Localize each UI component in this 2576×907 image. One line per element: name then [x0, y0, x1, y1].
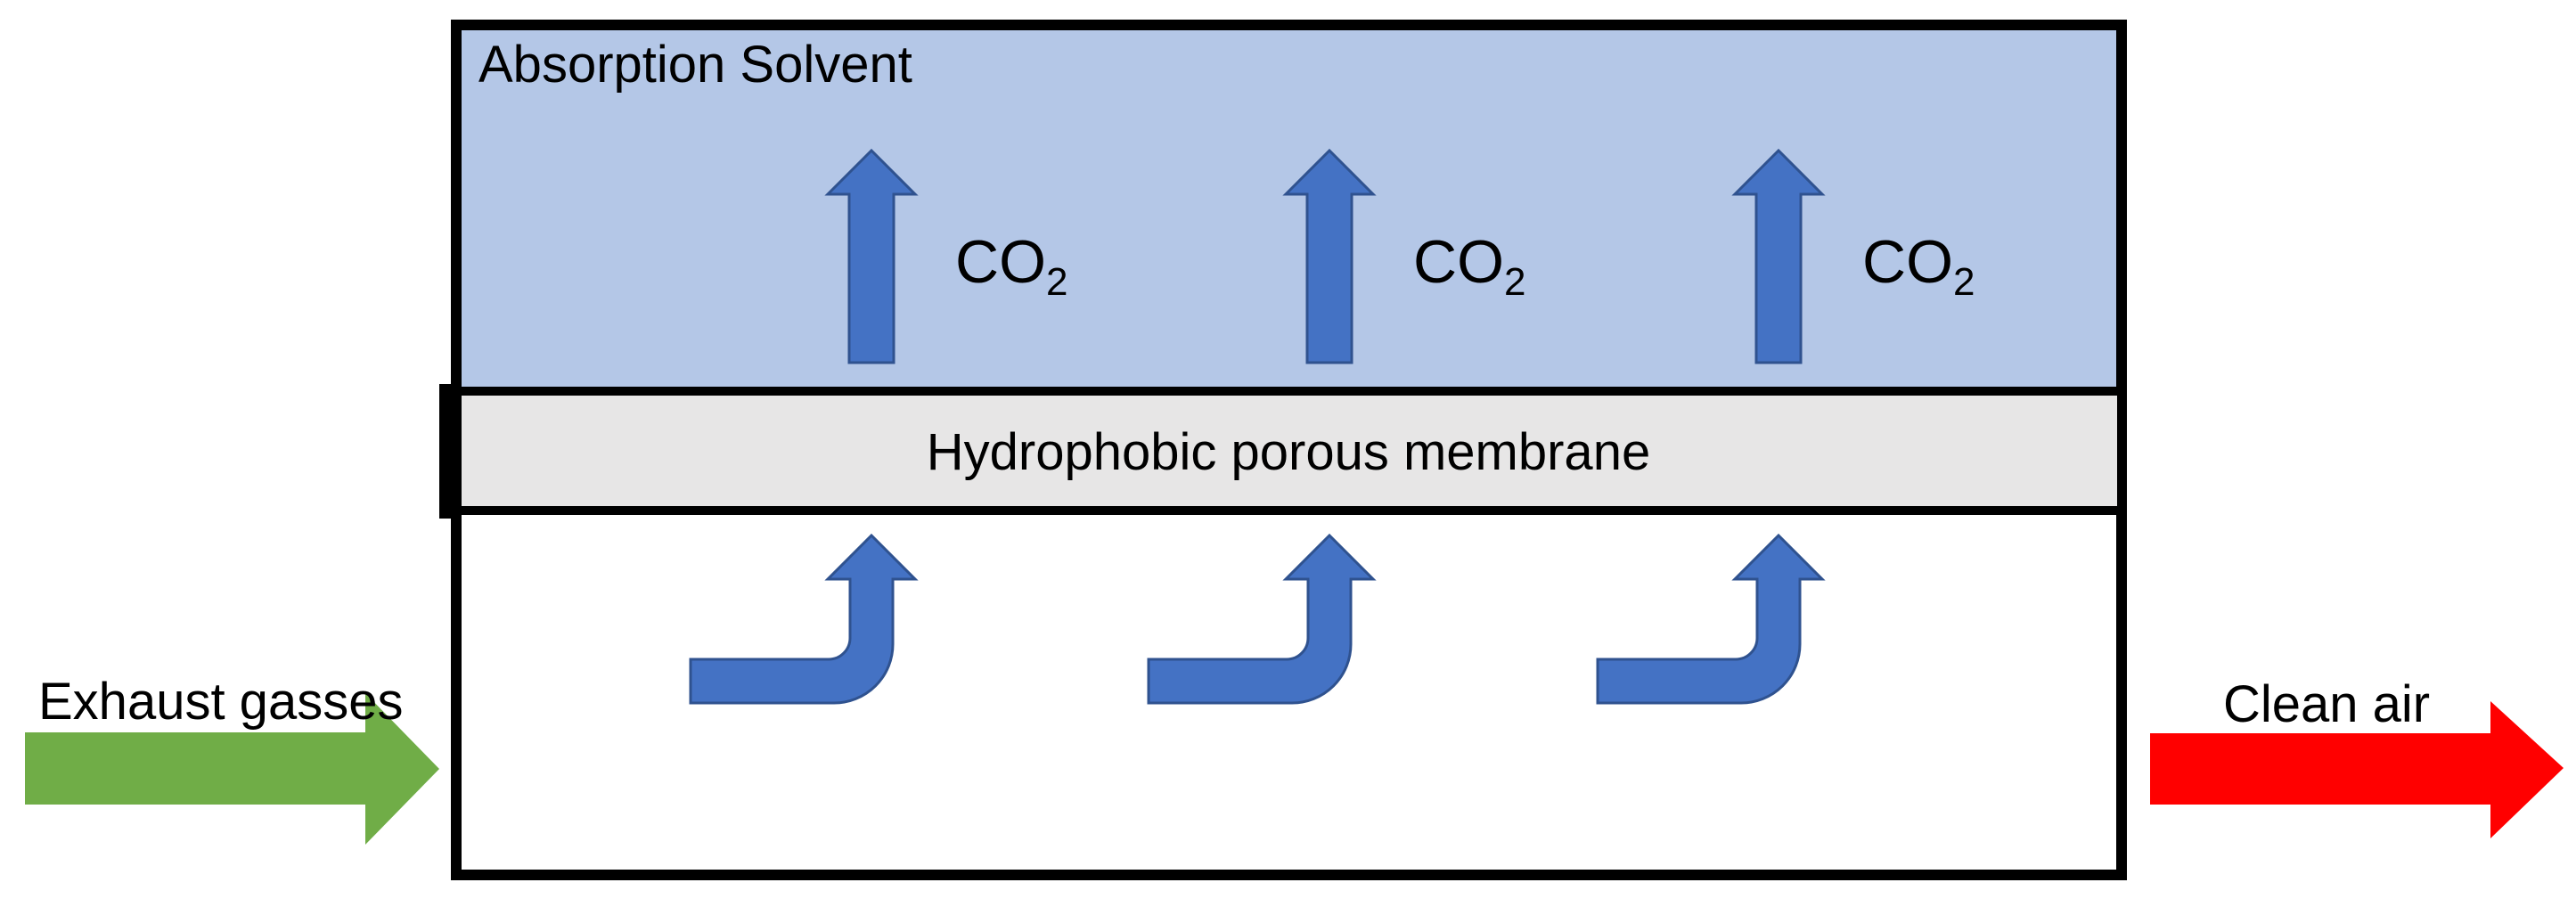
co2-label-3-main: CO — [1862, 228, 1953, 296]
membrane-label: Hydrophobic porous membrane — [927, 423, 1650, 481]
solvent-region-label: Absorption Solvent — [478, 36, 912, 94]
clean-air-label: Clean air — [2223, 675, 2430, 733]
co2-up-arrow-2 — [1282, 148, 1377, 364]
co2-label-1: CO2 — [955, 228, 1067, 304]
co2-up-arrow-3 — [1731, 148, 1826, 364]
co2-label-3-sub: 2 — [1953, 260, 1975, 304]
membrane-band — [452, 387, 2126, 515]
gas-bent-arrow-1 — [689, 533, 919, 705]
clean-air-outlet-arrow — [2150, 701, 2564, 838]
co2-up-arrow-1 — [824, 148, 919, 364]
gas-bent-arrow-3 — [1596, 533, 1826, 705]
co2-label-2: CO2 — [1413, 228, 1525, 304]
gas-bent-arrow-2 — [1147, 533, 1377, 705]
co2-label-1-main: CO — [955, 228, 1046, 296]
co2-label-1-sub: 2 — [1046, 260, 1067, 304]
exhaust-inlet-arrow — [25, 693, 439, 845]
membrane-left-notch — [439, 384, 462, 519]
co2-label-2-sub: 2 — [1504, 260, 1525, 304]
co2-label-2-main: CO — [1413, 228, 1504, 296]
co2-label-3: CO2 — [1862, 228, 1975, 304]
exhaust-gasses-label: Exhaust gasses — [38, 673, 403, 731]
solvent-region — [462, 30, 2116, 387]
